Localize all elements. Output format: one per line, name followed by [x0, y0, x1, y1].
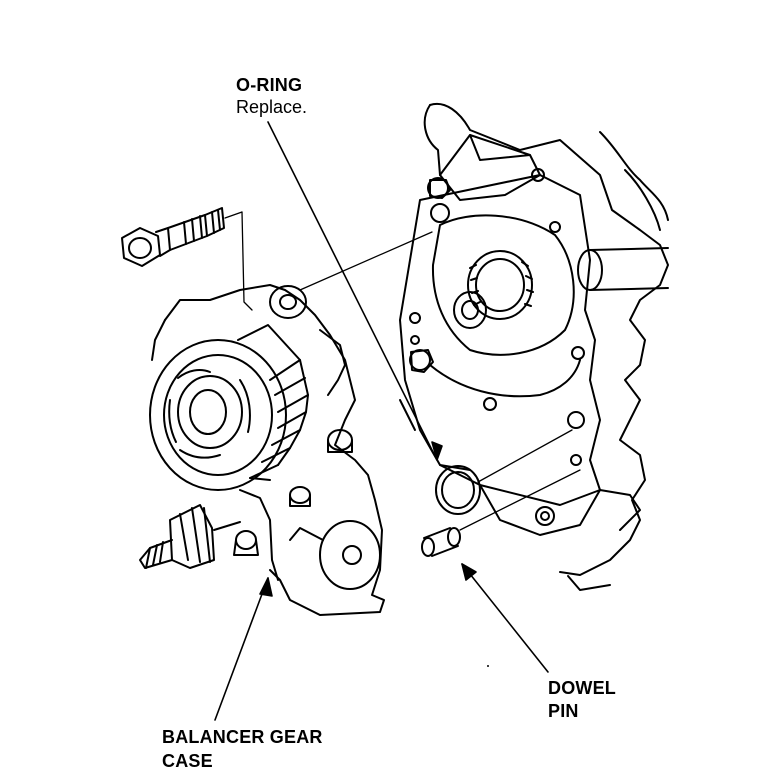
dowel-pin-label-line1: DOWEL [548, 678, 616, 698]
o-ring-label: O-RING [236, 75, 303, 95]
flange-bolt [121, 207, 225, 267]
balancer-gear-case [139, 284, 385, 616]
o-ring-note: Replace. [236, 97, 308, 117]
callout-arrows [214, 121, 549, 721]
balancer-gear-case-label-line1: BALANCER GEAR [162, 727, 323, 747]
dowel-pin [421, 527, 461, 557]
alignment-lines [224, 211, 581, 531]
engine-block [399, 102, 669, 591]
dowel-pin-label-line2: PIN [548, 701, 579, 721]
o-ring [435, 465, 481, 515]
balancer-gear-case-label-line2: CASE [162, 751, 213, 771]
